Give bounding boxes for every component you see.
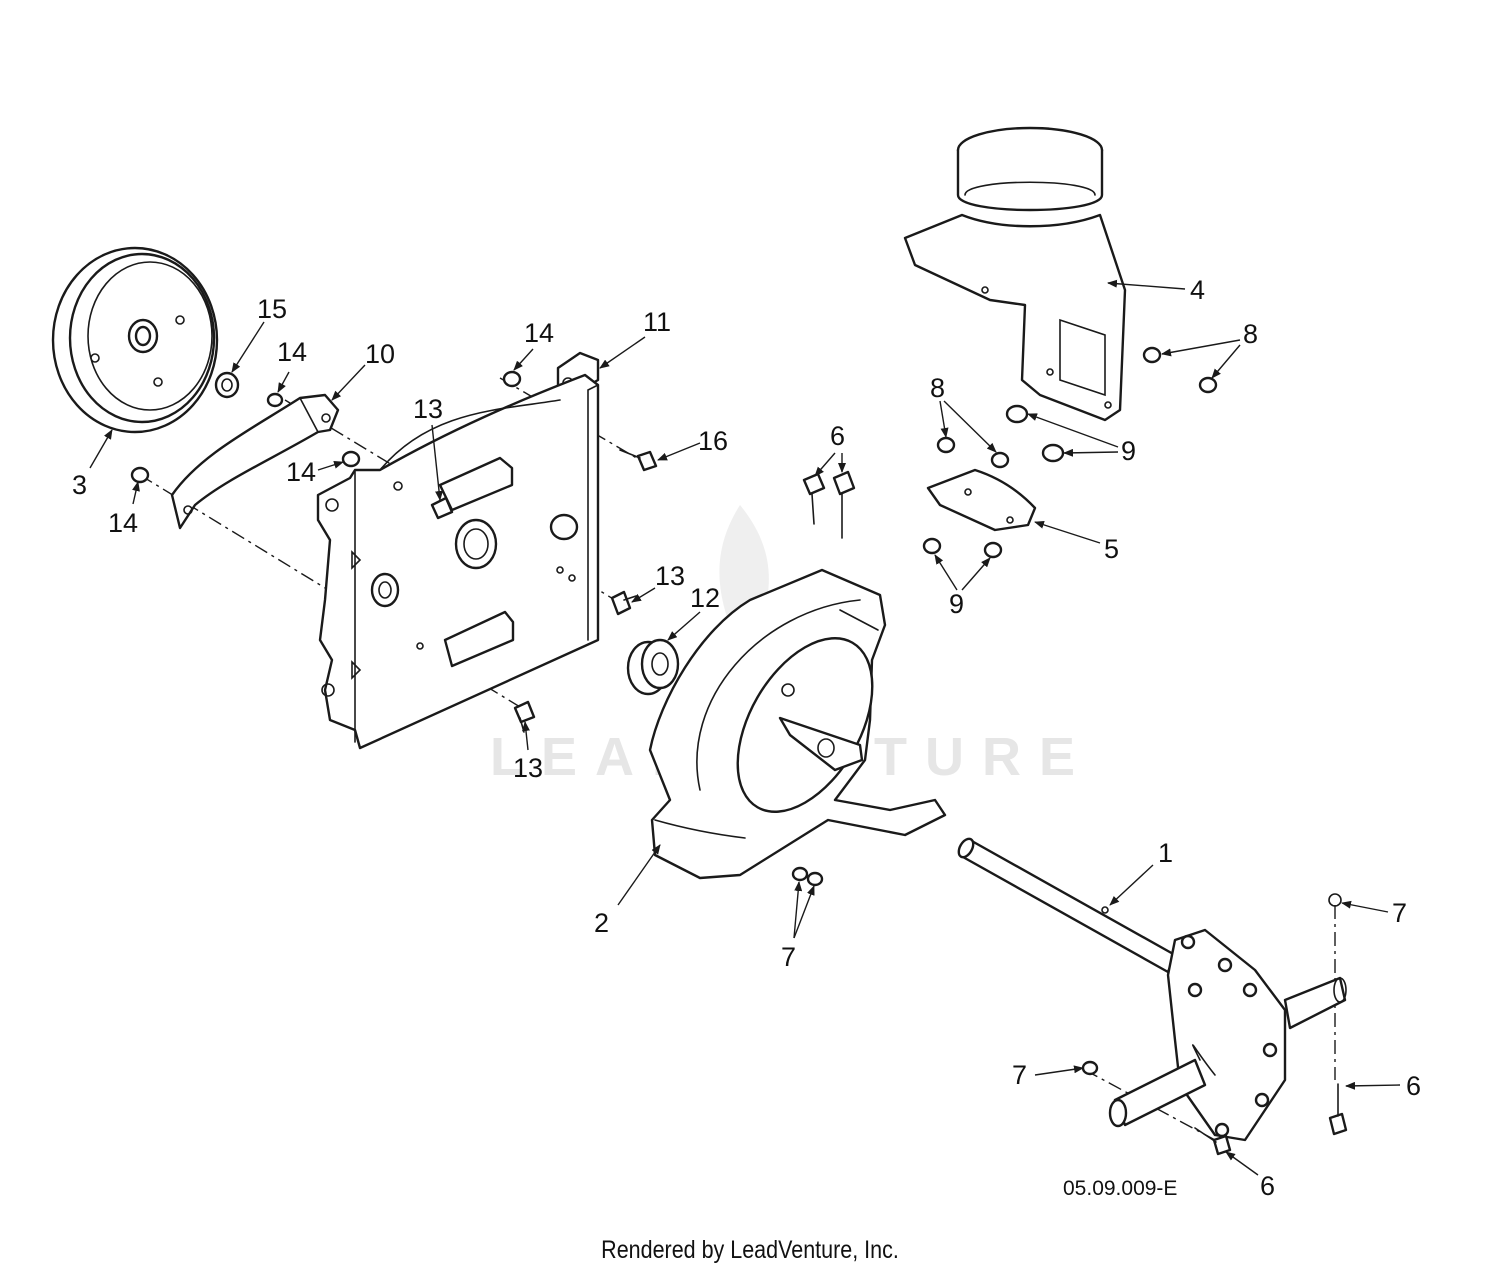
plate-hardware (130, 370, 658, 733)
callout-10: 10 (365, 339, 395, 369)
callout-7a: 7 (1392, 898, 1407, 928)
belt-guide-bracket (170, 393, 340, 530)
callout-9b: 9 (949, 589, 964, 619)
callout-6c: 6 (1260, 1171, 1275, 1201)
washer (214, 371, 240, 399)
callout-12: 12 (690, 583, 720, 613)
callout-13a: 13 (413, 394, 443, 424)
callout-7c: 7 (781, 942, 796, 972)
callout-labels: 1 2 3 4 5 6 6 6 7 7 7 8 8 9 9 10 11 12 1… (72, 275, 1421, 1201)
callout-13c: 13 (513, 753, 543, 783)
callout-6b: 6 (1406, 1071, 1421, 1101)
callout-6a: 6 (830, 421, 845, 451)
chute-hardware (791, 346, 1218, 887)
pulley (51, 246, 219, 434)
callout-8a: 8 (1243, 319, 1258, 349)
callout-14a: 14 (277, 337, 307, 367)
callout-14c: 14 (286, 457, 316, 487)
impeller-housing (648, 568, 947, 880)
auger-gearbox (957, 837, 1348, 1156)
bearing (626, 638, 680, 696)
callout-7b: 7 (1012, 1060, 1027, 1090)
chute-plate (926, 468, 1037, 532)
callout-15: 15 (257, 294, 287, 324)
drawing-code: 05.09.009-E (1063, 1177, 1177, 1200)
callout-4: 4 (1190, 275, 1205, 305)
render-credit: Rendered by LeadVenture, Inc. (601, 1236, 899, 1264)
callout-3: 3 (72, 470, 87, 500)
discharge-chute (903, 126, 1127, 422)
callout-11: 11 (643, 307, 671, 337)
callout-8b: 8 (930, 373, 945, 403)
callout-leaders (89, 279, 1401, 1176)
side-plate (316, 373, 600, 750)
callout-1: 1 (1158, 838, 1173, 868)
callout-14b: 14 (108, 508, 138, 538)
callout-16: 16 (698, 426, 728, 456)
callout-9a: 9 (1121, 436, 1136, 466)
callout-2: 2 (594, 908, 609, 938)
callout-14d: 14 (524, 318, 554, 348)
callout-5: 5 (1104, 534, 1119, 564)
callout-13b: 13 (655, 561, 685, 591)
